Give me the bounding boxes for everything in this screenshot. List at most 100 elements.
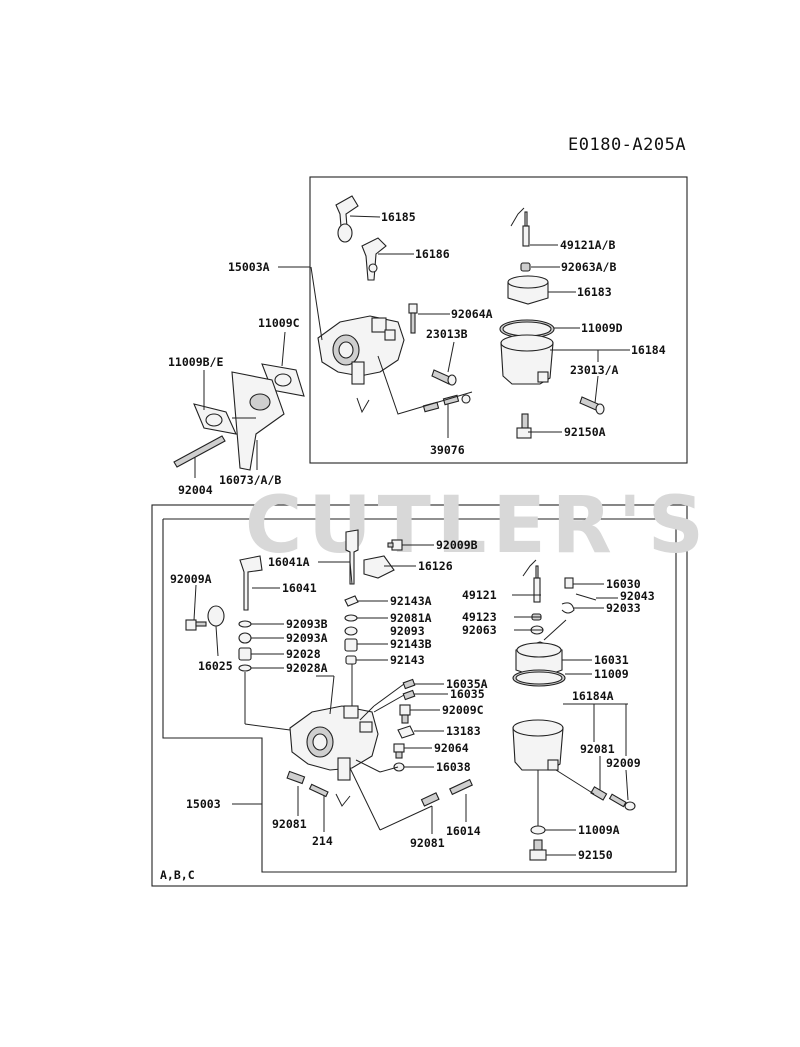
upper-labels: 16185 16186 15003A 11009C 92064A 23013B … [168,210,666,497]
label-49123: 49123 [462,610,497,624]
float-16183 [507,275,549,305]
choke-lever-16185 [335,195,359,243]
lower-carburetor [289,705,379,781]
spring-92081A [344,614,358,622]
throttle-shaft-16041A [345,529,359,585]
collar-92028 [238,647,252,661]
label-92143: 92143 [390,653,425,667]
screw-92009A [185,619,207,631]
label-16035A: 16035A [446,677,488,691]
throttle-lever-16186 [361,237,387,281]
label-92009C: 92009C [442,703,484,717]
upper-carburetor [317,315,405,385]
float-bowl-16184A [512,719,564,771]
jet-16038 [393,762,405,772]
collar-92143 [345,655,357,665]
label-16184: 16184 [631,343,666,357]
insulator-16073 [231,371,285,471]
screw-16014 [449,778,473,796]
label-92081-right: 92081 [580,742,615,756]
label-16186: 16186 [415,247,450,261]
plate-13183 [397,725,415,739]
o-ring-11009D [499,319,555,339]
label-92009A: 92009A [170,572,212,586]
bolt-92150 [529,839,547,861]
label-11009: 11009 [594,667,629,681]
diagram-code: E0180-A205A [568,135,686,155]
label-92028: 92028 [286,647,321,661]
washer-11009A [530,825,546,835]
collar-92143B [344,638,358,652]
lower-inner-frame [162,518,677,873]
bolt-92150A [516,413,532,439]
label-23013A: 23013/A [570,363,619,377]
label-11009C: 11009C [258,316,300,330]
label-92004: 92004 [178,483,213,497]
label-92081-mid: 92081 [410,836,445,850]
stud-92004 [173,435,226,468]
label-16126: 16126 [418,559,453,573]
throttle-plate-16126 [363,555,395,579]
screw-214 [308,783,329,798]
clip-92063AB [520,262,531,272]
label-16183: 16183 [577,285,612,299]
label-92009: 92009 [606,756,641,770]
label-11009BE: 11009B/E [168,355,223,369]
label-16038: 16038 [436,760,471,774]
label-92150: 92150 [578,848,613,862]
pin-92043 [575,593,597,601]
label-16025: 16025 [198,659,233,673]
gasket-11009BE [193,403,237,435]
label-16035: 16035 [450,687,485,701]
label-92093A: 92093A [286,631,328,645]
label-92093B: 92093B [286,617,328,631]
label-92093: 92093 [390,624,425,638]
seal-92143A [344,595,359,607]
upper-leaders [194,215,630,478]
washer-92093B [238,620,252,628]
label-214: 214 [312,834,333,848]
label-13183: 13183 [446,724,481,738]
float-16031 [515,641,563,679]
label-16073AB: 16073/A/B [219,473,281,487]
label-16041: 16041 [282,581,317,595]
label-11009D: 11009D [581,321,623,335]
label-92064A: 92064A [451,307,493,321]
washer-92093 [344,626,358,636]
screw-92009 [608,793,636,811]
label-92033: 92033 [606,601,641,615]
needle-49121 [533,565,541,603]
spring-92033 [561,602,575,614]
label-92081-left: 92081 [272,817,307,831]
needle-49121AB [522,211,530,247]
spring-92081-right [590,786,608,801]
label-49121: 49121 [462,588,497,602]
label-92009B: 92009B [436,538,478,552]
label-92143B: 92143B [390,637,432,651]
lower-outer-frame [151,504,688,887]
label-15003: 15003 [186,797,221,811]
label-92063AB: 92063A/B [561,260,616,274]
label-15003A: 15003A [228,260,270,274]
label-92081A: 92081A [390,611,432,625]
lower-labels: 92009B 16041A 16126 92009A 16041 92143A … [170,538,655,862]
label-92043: 92043 [620,589,655,603]
label-23013B: 23013B [426,327,468,341]
o-ring-11009 [512,669,566,687]
label-39076: 39076 [430,443,465,457]
lower-cut-marks [335,559,537,807]
upper-screw-23013B [431,369,457,386]
lower-leaders [193,544,629,856]
label-16184A: 16184A [572,689,614,703]
label-92063: 92063 [462,623,497,637]
label-11009A: 11009A [578,823,620,837]
screw-92009C [399,704,411,724]
upper-screw-92064A [408,303,418,334]
washer-92093A [238,632,252,644]
spring-16035A [402,678,416,690]
collar-92028A [238,664,252,672]
watermark: CUTLER'S [245,481,710,571]
upper-cut-marks [356,207,525,414]
label-16030: 16030 [606,577,641,591]
